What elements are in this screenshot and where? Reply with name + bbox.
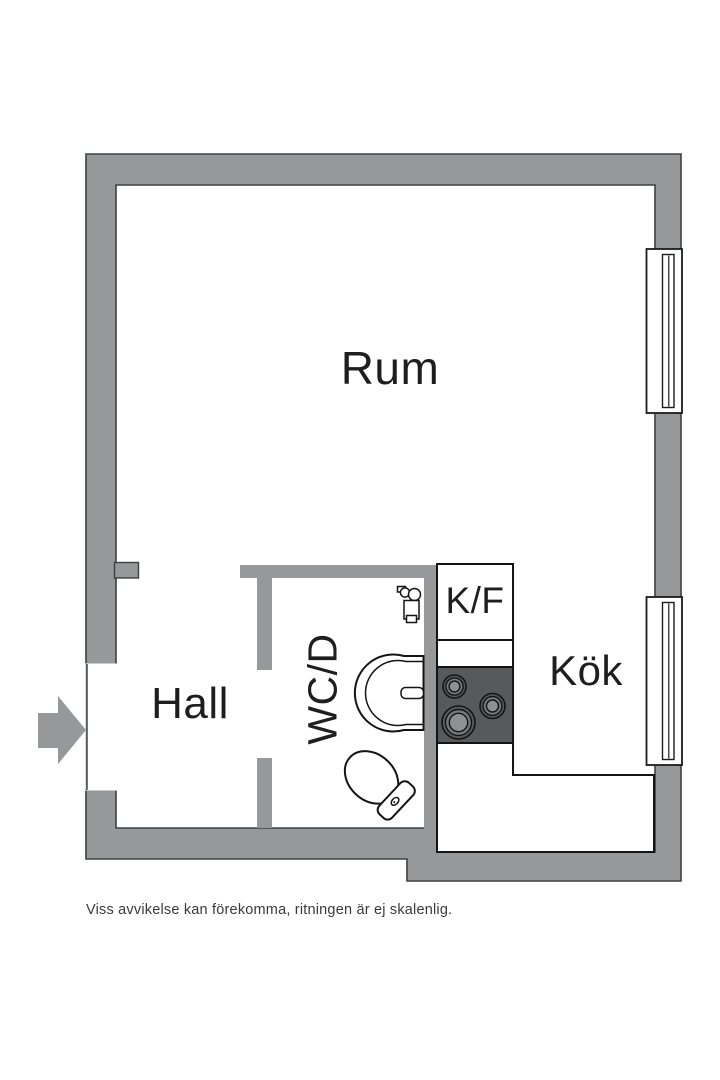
- room-label-kitchen: Kök: [549, 647, 623, 694]
- kitchen-counter-l: [436, 742, 655, 853]
- sink-icon: [353, 653, 425, 733]
- entrance-opening: [84, 663, 118, 791]
- room-label-hall: Hall: [151, 679, 229, 728]
- door-jamb-tab: [113, 561, 140, 579]
- hall-wc-wall-upper: [257, 565, 272, 670]
- wc-top-wall: [240, 565, 437, 578]
- wc-right-wall: [424, 565, 437, 852]
- window-icon: [645, 596, 683, 766]
- toilet-icon: [343, 750, 416, 821]
- entrance-arrow-icon: [38, 696, 86, 764]
- disclaimer-text: Viss avvikelse kan förekomma, ritningen …: [86, 902, 453, 918]
- room-label-wc: WC/D: [299, 633, 346, 745]
- room-label-fridge-freezer: K/F: [445, 580, 505, 621]
- stove-icon: [436, 666, 514, 744]
- room-label-rum: Rum: [340, 342, 440, 394]
- counter-segment: [436, 639, 514, 668]
- entrance-threshold-line: [85, 664, 88, 790]
- hall-wc-wall-lower: [257, 758, 272, 828]
- washer-valve-icon: [396, 585, 422, 624]
- window-icon: [645, 248, 683, 414]
